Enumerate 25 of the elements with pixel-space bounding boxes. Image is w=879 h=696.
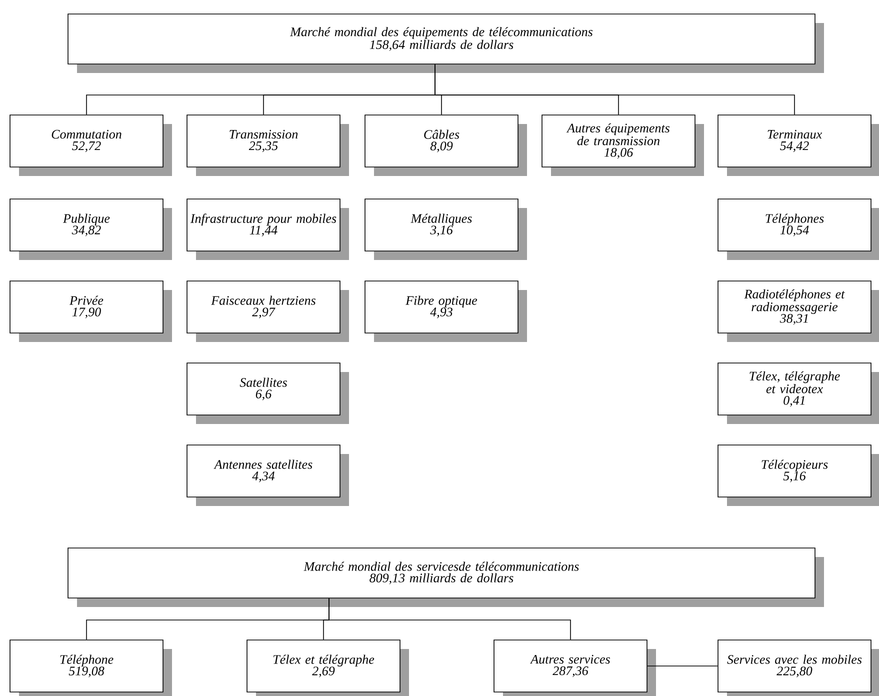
connector-line (434, 64, 795, 115)
title-box: Marché mondial des servicesde télécommunications 809,13 milliards de dollars (68, 548, 824, 607)
category-box: Commutation 52,72 (10, 114, 172, 176)
category-box: Autres services 287,36 (494, 640, 656, 696)
category-box: Télex et télégraphe 2,69 (246, 640, 409, 696)
category-box: Antennes satellites 4,34 (186, 444, 349, 506)
category-box: Câbles 8,09 (364, 114, 527, 176)
category-box: Télécopieurs 5,16 (718, 444, 879, 506)
category-box: Autres équipements de transmission 18,06 (542, 114, 704, 176)
category-box: Métalliques 3,16 (364, 198, 527, 260)
category-box: Transmission 25,35 (186, 114, 349, 176)
category-box: Terminaux 54,42 (718, 114, 879, 176)
category-box: Faisceaux hertziens 2,97 (186, 280, 349, 342)
category-box: Radiotéléphones et radiomessagerie 38,31 (718, 280, 879, 342)
category-box: Télex, télégraphe et videotex 0,41 (718, 362, 879, 424)
title-box: Marché mondial des équipements de télécommunications 158,64 milliards de dollars (68, 14, 824, 73)
category-box: Infrastructure pour mobiles 11,44 (186, 198, 349, 260)
category-box: Publique 34,82 (10, 198, 172, 260)
connector-line (328, 598, 571, 640)
category-box: Téléphone 519,08 (10, 640, 172, 696)
category-box: Téléphones 10,54 (718, 198, 879, 260)
category-box: Services avec les mobiles 225,80 (718, 640, 879, 696)
category-box: Satellites 6,6 (186, 362, 349, 424)
category-box: Fibre optique 4,93 (364, 280, 527, 342)
category-box: Privée 17,90 (10, 280, 172, 342)
